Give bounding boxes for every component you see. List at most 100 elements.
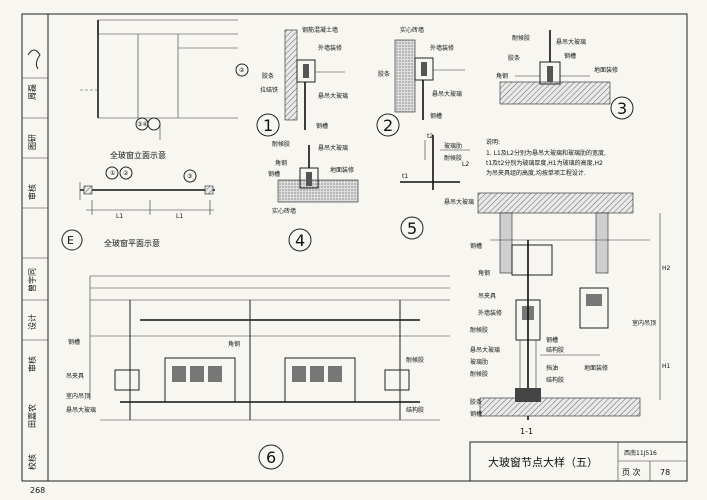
d2-callout-3: 胶条 [378, 70, 390, 78]
d1-callout-6: 钢槽 [316, 122, 328, 130]
book-page-number: 268 [30, 486, 45, 495]
d2-callout-5: 钢槽 [430, 112, 442, 120]
sec-callout-1: 钢槽 [470, 242, 482, 250]
sidebar-label-7: 图研 [28, 134, 37, 150]
sec-callout-16: 钢槽 [470, 410, 482, 418]
d6-callout-4: 室内吊顶 [66, 392, 90, 400]
d5-t1: t1 [402, 173, 408, 180]
plan-ref-1: ① [110, 170, 115, 177]
signature-mark [27, 49, 41, 70]
d1-callout-2: 外墙装修 [318, 44, 342, 52]
sec-callout-14: 结构胶 [546, 376, 564, 384]
section-label: 1-1 [520, 427, 533, 436]
sidebar-label-8: 周磊 [28, 84, 37, 100]
sidebar-label-3: 审核 [27, 356, 37, 372]
sec-callout-6: 室内吊顶 [632, 319, 656, 327]
d3-callout-5: 钢槽 [564, 52, 576, 60]
sidebar-label-4: 设计 [27, 314, 37, 330]
dim-H2: H2 [662, 265, 671, 272]
notes-line-2: t1及t2分别为玻璃厚度,H1为玻璃的高度,H2 [486, 159, 603, 167]
sec-callout-5: 耐候胶 [470, 326, 488, 334]
d6-callout-5: 悬吊大玻璃 [66, 406, 96, 414]
drawing-title: 大玻窗节点大样（五） [488, 455, 598, 469]
d6-callout-7: 结构胶 [406, 406, 424, 414]
d4-callout-3: 钢槽 [268, 170, 280, 178]
plan-label: 全玻窗平面示意 [104, 238, 160, 248]
d5-callout-3: 悬吊大玻璃 [444, 198, 474, 206]
plan-ref-2: ② [123, 170, 129, 177]
sec-callout-2: 角钢 [478, 269, 490, 277]
elevation-ref-2: ② [239, 67, 245, 74]
detail-6: 钢槽 角钢 吊夹具 室内吊顶 悬吊大玻璃 耐候胶 结构胶 6 [66, 275, 450, 470]
dim-H1: H1 [662, 363, 671, 370]
d6-callout-2: 角钢 [228, 340, 240, 348]
elevation-label: 全玻窗立面示意 [110, 150, 166, 160]
sec-callout-3: 吊夹具 [478, 292, 496, 300]
detail-5: t2 玻璃肋 耐候胶 悬吊大玻璃 L2 t1 5 [400, 133, 474, 240]
sidebar-label-2: 田嘉农 [27, 404, 37, 428]
d2-callout-2: 外墙装修 [430, 44, 454, 52]
page-label: 页 次 [622, 467, 641, 477]
d5-t2: t2 [427, 133, 433, 140]
sidebar-label-1: 校核 [27, 454, 37, 470]
detail-marker-4: 4 [295, 231, 305, 250]
page-number-box: 78 [660, 468, 670, 477]
d3-callout-3: 胶条 [508, 54, 520, 62]
detail-marker-3: 3 [617, 99, 627, 118]
title-block: 大玻窗节点大样（五） 西南11J516 页 次 78 [469, 441, 688, 482]
d3-callout-2: 悬吊大玻璃 [556, 38, 586, 46]
section-1-1: H2 H1 钢槽 角钢 吊夹具 外墙装修 耐候胶 室内吊顶 钢槽 结构胶 悬吊大… [470, 192, 671, 436]
d4-callout-4: 角钢 [275, 159, 287, 167]
detail-2: 实心砖墙 外墙装修 胶条 悬吊大玻璃 钢槽 2 [376, 26, 465, 137]
d5-L2: L2 [462, 161, 469, 168]
detail-4: 耐候胶 悬吊大玻璃 钢槽 角钢 地面装修 实心砖墙 4 [268, 140, 359, 252]
plan-ref-3: ③ [187, 173, 192, 180]
d1-callout-4: 拉结铁 [260, 86, 278, 94]
signature-strip: 校核 田嘉农 审核 设计 曾宇同 审核 图研 周磊 [21, 13, 49, 482]
d1-callout-1: 钢筋混凝土墙 [302, 26, 338, 34]
detail-marker-6: 6 [266, 448, 276, 467]
d4-callout-1: 耐候胶 [272, 140, 290, 148]
sec-callout-10: 玻璃肋 [470, 358, 488, 366]
d3-callout-4: 角钢 [496, 72, 508, 80]
plan-view: L1 L1 ① ② ③ E 全玻窗平面示意 [61, 166, 215, 251]
detail-marker-1: 1 [263, 116, 273, 135]
d2-callout-1: 实心砖墙 [400, 26, 424, 34]
atlas-number: 西南11J516 [624, 449, 657, 457]
d5-callout-2: 耐候胶 [444, 154, 462, 162]
detail-marker-5: 5 [407, 219, 417, 238]
sec-callout-9: 悬吊大玻璃 [470, 346, 500, 354]
d3-callout-1: 耐候胶 [512, 34, 530, 42]
sec-callout-4: 外墙装修 [478, 309, 502, 317]
notes-block: 说明: 1. L1及L2分别为悬吊大玻璃和玻璃肋的宽度, t1及t2分别为玻璃厚… [486, 138, 606, 177]
d1-callout-3: 胶条 [262, 72, 274, 80]
sec-callout-15: 胶条 [470, 398, 482, 406]
sec-callout-7: 钢槽 [546, 336, 558, 344]
plan-marker-E: E [67, 234, 74, 247]
d2-callout-4: 悬吊大玻璃 [432, 90, 462, 98]
detail-marker-2: 2 [383, 116, 393, 135]
sidebar-label-6: 审核 [27, 184, 37, 200]
d4-callout-5: 地面装修 [330, 166, 354, 174]
d1-callout-5: 悬吊大玻璃 [318, 92, 348, 100]
d4-callout-6: 实心砖墙 [272, 207, 296, 215]
notes-line-3: 为吊夹具组的高度,均按单项工程设计. [486, 169, 586, 177]
sec-callout-11: 挡油 [546, 364, 558, 372]
sec-callout-12: 地面装修 [584, 364, 608, 372]
elevation-ref-34: ③④ [137, 121, 148, 128]
sec-callout-13: 耐候胶 [470, 370, 488, 378]
d4-callout-2: 悬吊大玻璃 [318, 144, 348, 152]
sidebar-label-5: 曾宇同 [27, 268, 37, 292]
d3-callout-6: 地面装修 [594, 66, 618, 74]
detail-3: 耐候胶 悬吊大玻璃 胶条 角钢 钢槽 地面装修 3 [496, 30, 634, 120]
d6-callout-6: 耐候胶 [406, 356, 424, 364]
sec-callout-8: 结构胶 [546, 346, 564, 354]
d6-callout-1: 钢槽 [68, 338, 80, 346]
d5-callout-1: 玻璃肋 [444, 142, 462, 150]
detail-1: 钢筋混凝土墙 外墙装修 胶条 拉结铁 悬吊大玻璃 钢槽 1 [256, 26, 348, 137]
dim-L1-b: L1 [176, 213, 183, 220]
d6-callout-3: 吊夹具 [66, 372, 84, 380]
notes-line-1: 1. L1及L2分别为悬吊大玻璃和玻璃肋的宽度, [486, 149, 606, 157]
